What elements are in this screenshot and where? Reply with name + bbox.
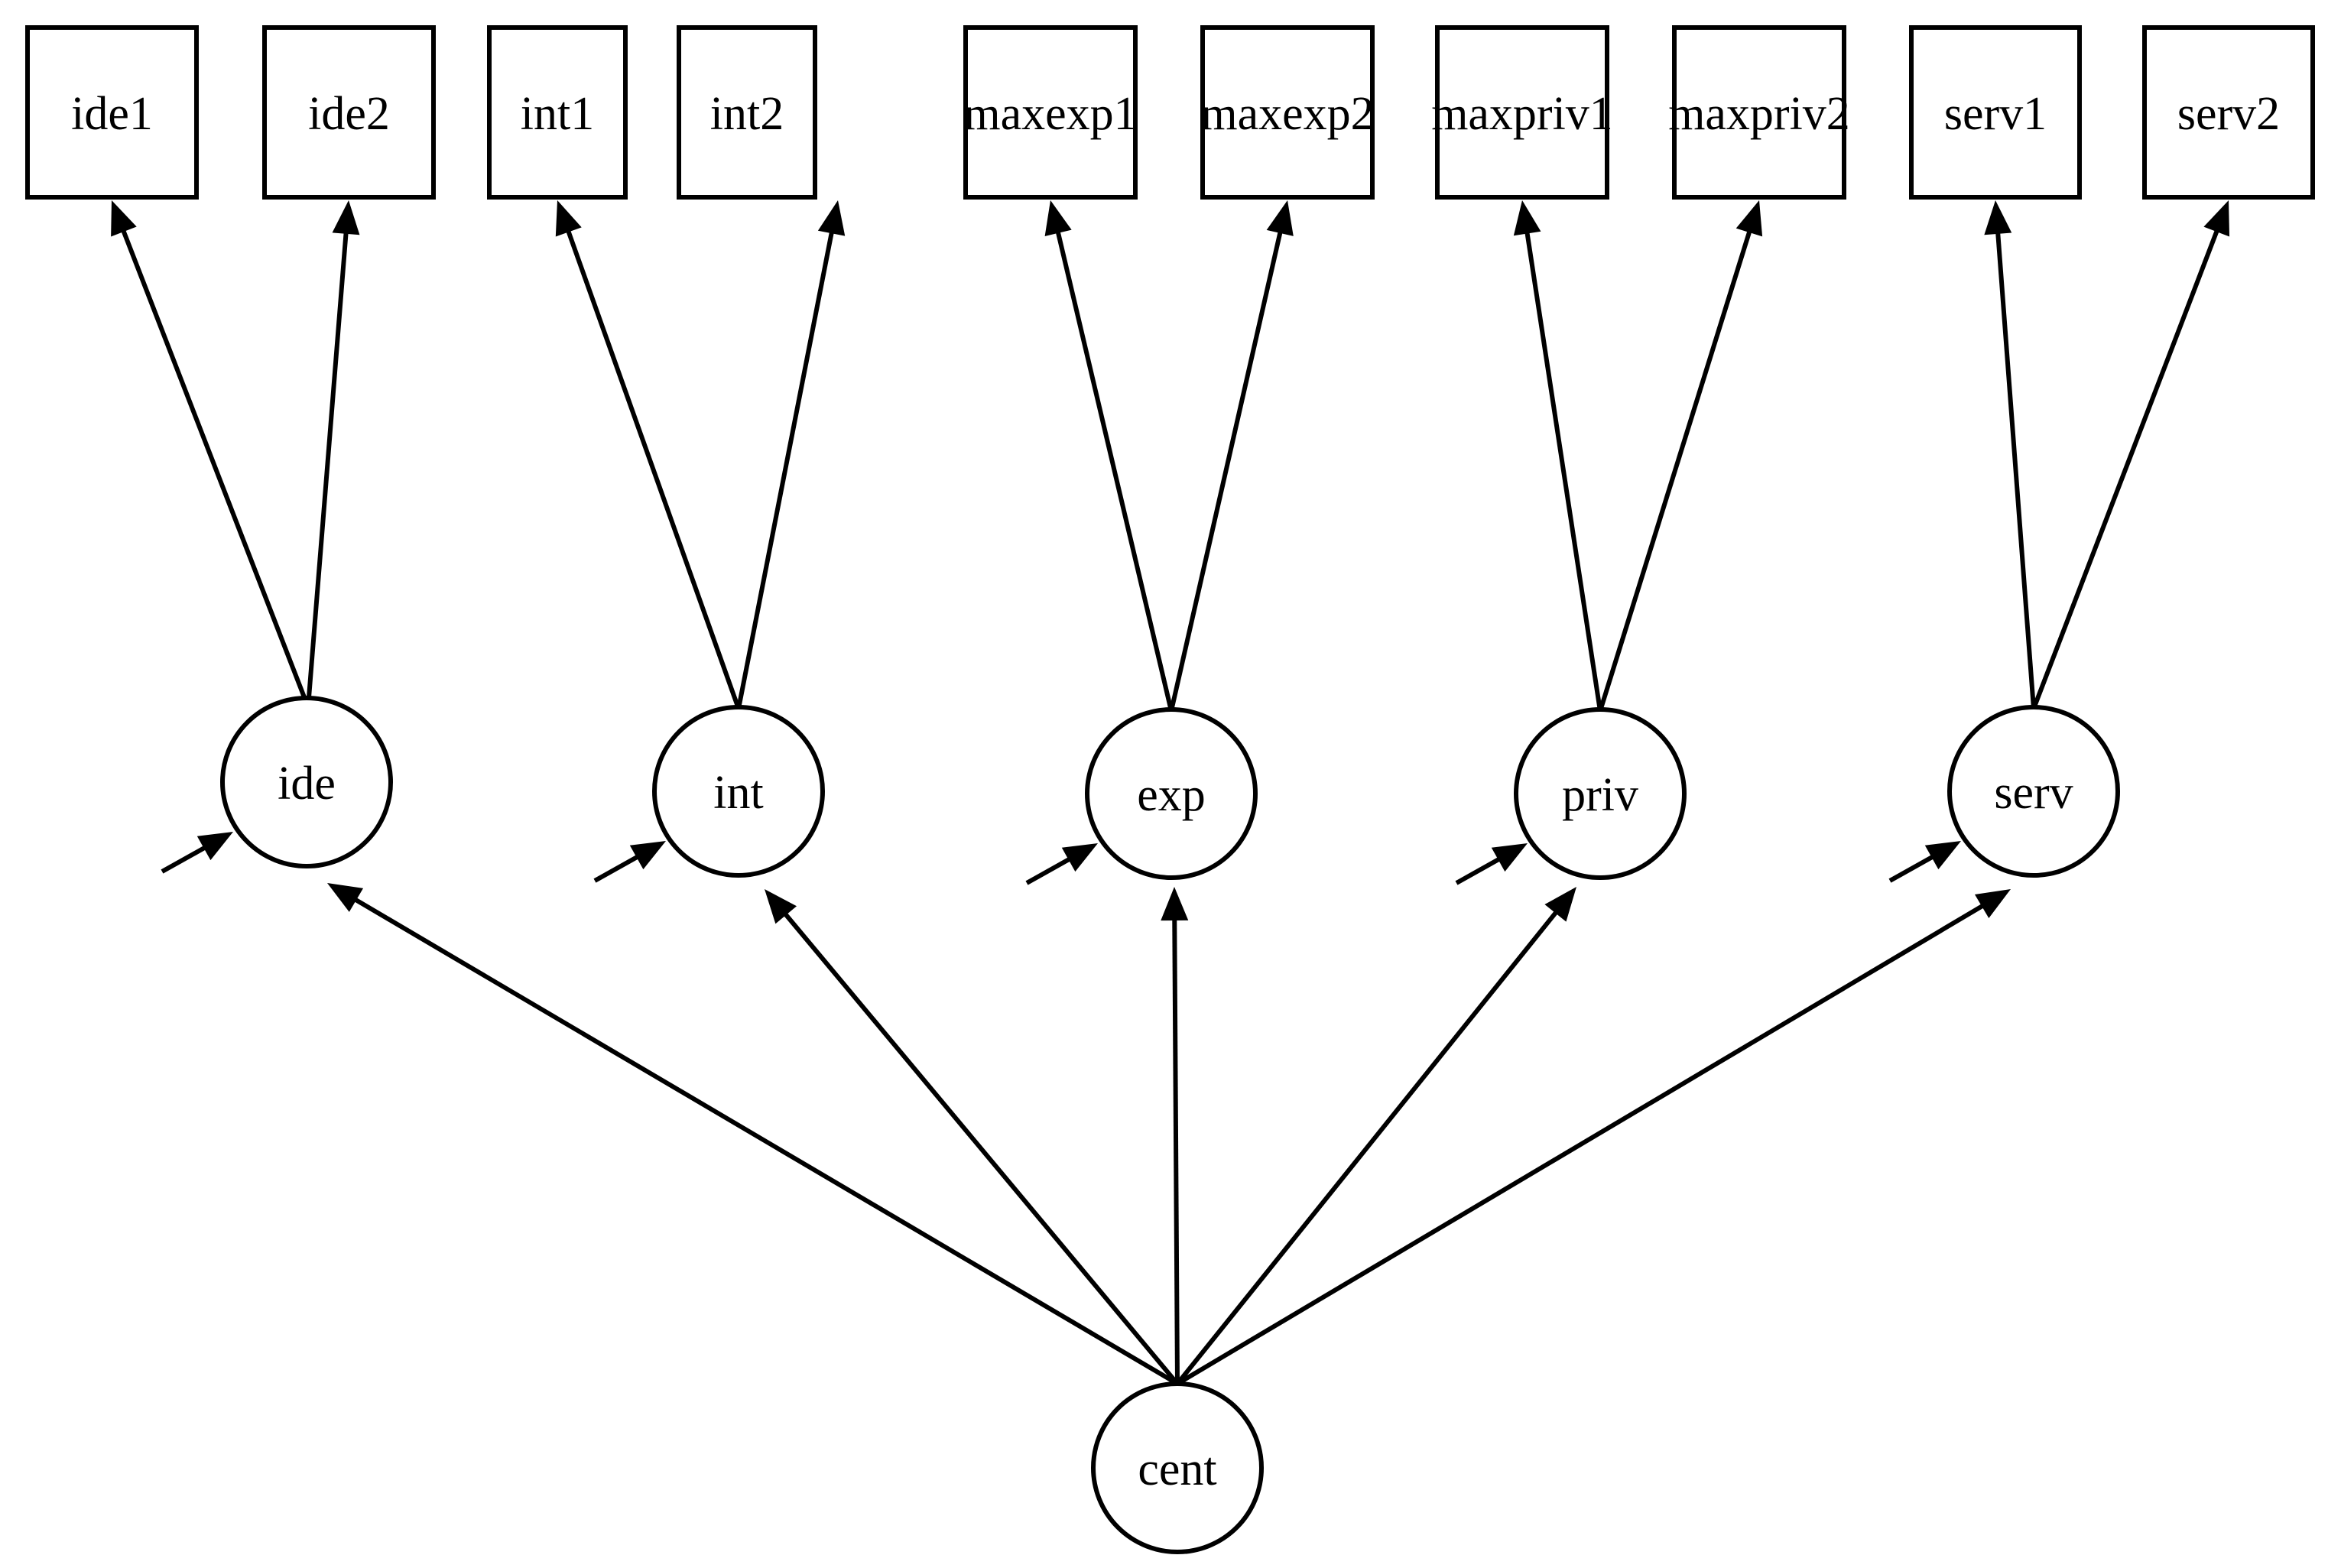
node-label-maxexp2: maxexp2 xyxy=(1200,88,1374,140)
node-rect-ide1 xyxy=(25,25,199,200)
node-rect-maxpriv1 xyxy=(1435,25,1609,200)
observed-node-serv1[interactable]: serv1 xyxy=(1909,25,2082,200)
observed-node-maxpriv1[interactable]: maxpriv1 xyxy=(1431,25,1613,200)
latent-node-cent[interactable]: cent xyxy=(1091,1381,1264,1554)
residual-arrow-priv xyxy=(1455,843,1528,885)
node-circle-cent xyxy=(1091,1381,1264,1554)
node-circle-priv xyxy=(1514,707,1687,880)
path-arrow-cent-to-priv xyxy=(1175,887,1576,1385)
observed-node-ide1[interactable]: ide1 xyxy=(25,25,199,200)
loading-arrow-exp-to-maxexp1 xyxy=(1044,200,1174,712)
node-label-int1: int1 xyxy=(521,88,594,140)
structural-paths-layer xyxy=(327,883,2011,1386)
residual-arrow-int xyxy=(593,841,666,883)
node-label-serv: serv xyxy=(1994,767,2073,819)
residual-arrow-serv xyxy=(1888,841,1961,883)
loading-arrow-exp-to-maxexp2 xyxy=(1169,200,1294,712)
edges-layer xyxy=(111,200,2230,712)
node-label-cent: cent xyxy=(1138,1443,1216,1495)
path-arrow-cent-to-exp xyxy=(1161,887,1189,1385)
node-label-serv2: serv2 xyxy=(2177,88,2280,140)
loading-arrow-ide-to-ide1 xyxy=(111,200,310,709)
node-label-maxexp1: maxexp1 xyxy=(963,88,1137,140)
node-label-ide1: ide1 xyxy=(71,88,153,140)
node-rect-serv2 xyxy=(2142,25,2315,200)
node-rect-int1 xyxy=(487,25,628,200)
residual-arrow-exp xyxy=(1025,843,1098,885)
latent-node-int[interactable]: int xyxy=(652,705,825,878)
loading-arrow-ide-to-ide2 xyxy=(306,200,360,708)
node-circle-exp xyxy=(1085,707,1258,880)
observed-node-maxexp2[interactable]: maxexp2 xyxy=(1200,25,1375,200)
path-arrow-cent-to-ide xyxy=(327,883,1179,1386)
path-arrow-cent-to-serv xyxy=(1176,889,2011,1386)
observed-node-ide2[interactable]: ide2 xyxy=(262,25,436,200)
node-label-maxpriv2: maxpriv2 xyxy=(1668,88,1850,140)
node-circle-ide xyxy=(220,696,393,868)
node-label-exp: exp xyxy=(1137,769,1206,821)
node-rect-ide2 xyxy=(262,25,436,200)
node-rect-maxexp1 xyxy=(963,25,1138,200)
node-label-int2: int2 xyxy=(710,88,784,140)
node-label-maxpriv1: maxpriv1 xyxy=(1431,88,1613,140)
node-label-ide: ide xyxy=(278,758,336,810)
latent-nodes-layer: ide int exp priv serv cent xyxy=(220,696,2120,1554)
node-label-priv: priv xyxy=(1562,769,1638,821)
residual-arrow-ide xyxy=(161,832,233,874)
node-rect-maxpriv2 xyxy=(1672,25,1846,200)
node-rect-serv1 xyxy=(1909,25,2082,200)
node-rect-maxexp2 xyxy=(1200,25,1375,200)
node-label-ide2: ide2 xyxy=(308,88,390,140)
observed-nodes-layer: ide1 ide2 int1 int2 maxexp1 maxexp2 maxpriv1 ma… xyxy=(25,25,2315,200)
latent-node-ide[interactable]: ide xyxy=(220,696,393,868)
node-label-serv1: serv1 xyxy=(1944,88,2047,140)
residual-arrows-layer xyxy=(161,832,1961,885)
latent-node-serv[interactable]: serv xyxy=(1947,705,2120,878)
node-circle-serv xyxy=(1947,705,2120,878)
loading-arrow-int-to-int2 xyxy=(736,200,846,709)
loading-arrow-int-to-int1 xyxy=(555,200,741,710)
loading-arrow-priv-to-maxpriv1 xyxy=(1513,200,1602,712)
latent-node-exp[interactable]: exp xyxy=(1085,707,1258,880)
observed-node-int1[interactable]: int1 xyxy=(487,25,628,200)
node-rect-int2 xyxy=(677,25,817,200)
loading-arrow-serv-to-serv2 xyxy=(2031,200,2230,710)
loading-arrow-serv-to-serv1 xyxy=(1984,200,2036,709)
observed-node-int2[interactable]: int2 xyxy=(677,25,817,200)
observed-node-maxexp1[interactable]: maxexp1 xyxy=(963,25,1138,200)
observed-node-serv2[interactable]: serv2 xyxy=(2142,25,2315,200)
node-label-int: int xyxy=(713,767,763,819)
latent-node-priv[interactable]: priv xyxy=(1514,707,1687,880)
path-arrow-cent-to-int xyxy=(765,889,1180,1385)
loading-arrow-priv-to-maxpriv2 xyxy=(1598,200,1763,712)
node-circle-int xyxy=(652,705,825,878)
observed-node-maxpriv2[interactable]: maxpriv2 xyxy=(1668,25,1850,200)
